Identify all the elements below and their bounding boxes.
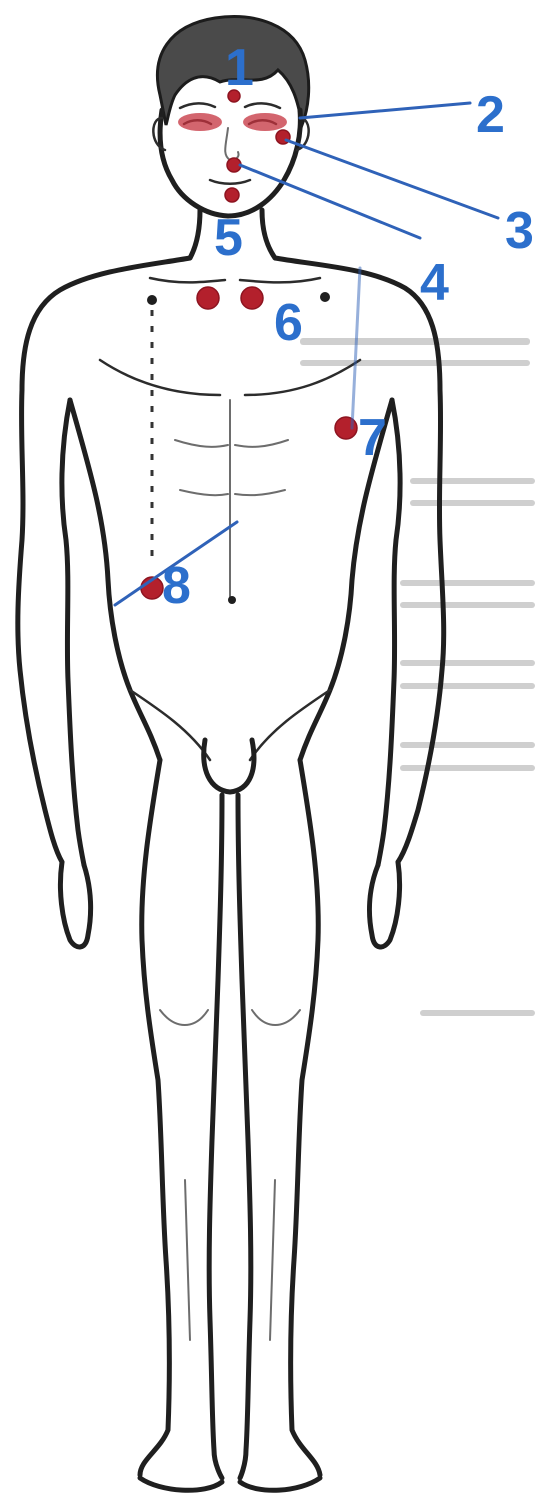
label-1: 1: [225, 39, 254, 97]
groin: [204, 740, 254, 792]
left-leg-inner: [209, 795, 222, 1478]
right-leg-outer: [291, 760, 320, 1475]
mouth: [210, 180, 250, 184]
right-hand: [370, 862, 400, 947]
label-2: 2: [476, 86, 505, 144]
knees: [160, 1010, 300, 1025]
left-leg-outer: [140, 760, 169, 1475]
chest-left: [100, 360, 220, 395]
right-leg-inner: [238, 795, 251, 1478]
right-eyebrow: [245, 103, 280, 108]
label-8: 8: [162, 557, 191, 615]
leader-7: [352, 268, 360, 428]
leader-3: [286, 140, 498, 218]
navel: [228, 596, 236, 604]
point-2-right: [243, 113, 287, 131]
label-7: 7: [358, 409, 387, 467]
nose: [225, 128, 238, 160]
label-4: 4: [420, 254, 449, 312]
feet: [140, 1478, 320, 1490]
label-6: 6: [274, 294, 303, 352]
right-nipple: [320, 292, 330, 302]
point-2-left: [178, 113, 222, 131]
left-inner-arm: [62, 400, 84, 865]
pelvis-lines: [130, 690, 330, 760]
clavicles: [150, 278, 320, 282]
left-hand: [60, 862, 90, 947]
point-6-right: [241, 287, 263, 309]
shins: [185, 1180, 275, 1340]
neck-left: [190, 210, 200, 258]
point-5: [225, 188, 239, 202]
neck-right: [262, 210, 275, 258]
label-3: 3: [505, 202, 534, 260]
right-inner-arm: [378, 400, 400, 865]
abdomen-lines: [175, 440, 288, 495]
label-5: 5: [214, 209, 243, 267]
left-eyebrow: [180, 103, 215, 108]
left-nipple: [147, 295, 157, 305]
point-6-left: [197, 287, 219, 309]
leader-2: [300, 103, 470, 118]
